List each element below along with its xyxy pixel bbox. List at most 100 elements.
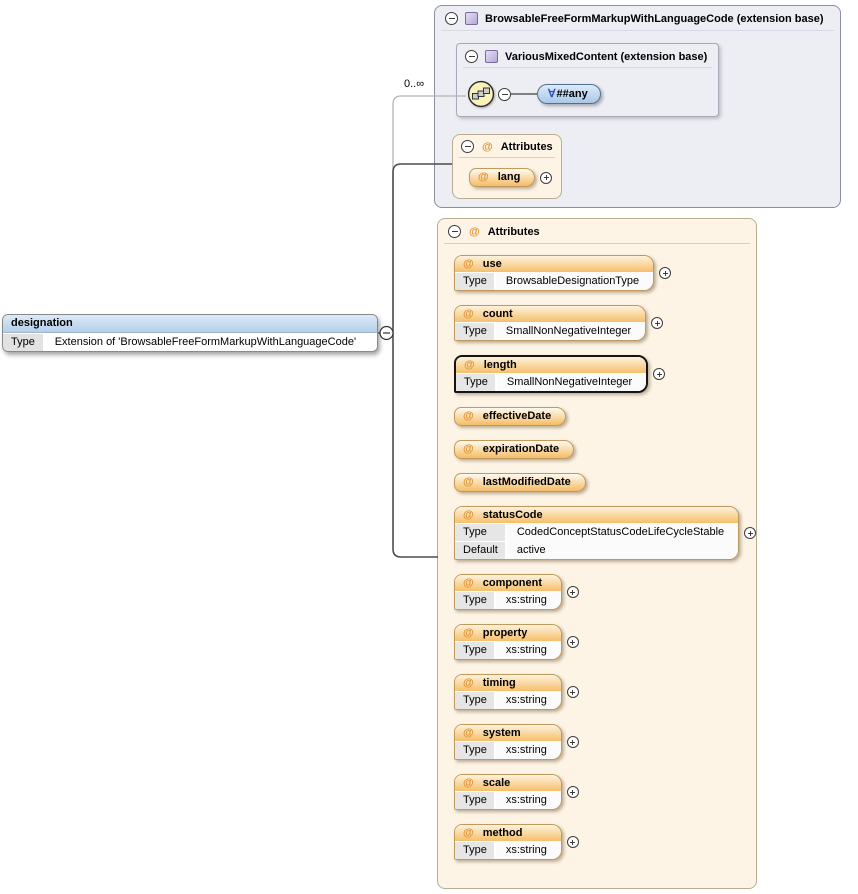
element-name: designation: [3, 315, 377, 333]
attribute-at-icon: @: [463, 777, 474, 789]
row-label: Type: [455, 591, 496, 609]
expand-icon[interactable]: [566, 636, 579, 648]
expand-icon[interactable]: [651, 317, 664, 329]
type-label: Type: [3, 333, 45, 351]
row-label: Type: [455, 791, 496, 809]
connector-line: [511, 93, 537, 95]
attribute-at-icon: @: [463, 509, 474, 521]
expand-icon[interactable]: [566, 786, 579, 798]
attribute-at-icon: @: [463, 727, 474, 739]
attribute-at-icon: @: [463, 677, 474, 689]
multiplicity-label: 0..∞: [404, 78, 425, 90]
attribute-item: @ lastModifiedDate: [454, 473, 586, 492]
expand-icon[interactable]: [566, 586, 579, 598]
sequence-icon[interactable]: [467, 80, 495, 108]
element-any-wildcard[interactable]: ∀ ##any: [537, 84, 601, 104]
row-label: Type: [455, 523, 507, 542]
row-label: Default: [455, 541, 507, 559]
attribute-at-icon: @: [463, 577, 474, 589]
collapse-icon[interactable]: [445, 12, 458, 25]
attribute-at-icon: @: [463, 476, 474, 488]
attribute-at-icon: @: [464, 359, 475, 371]
attribute-name: component: [482, 577, 543, 589]
attribute-at-icon: @: [463, 827, 474, 839]
expand-icon[interactable]: [566, 686, 579, 698]
element-designation[interactable]: designation Type Extension of 'Browsable…: [2, 314, 378, 352]
row-value: CodedConceptStatusCodeLifeCycleStable: [505, 523, 739, 542]
attribute-name: length: [483, 359, 517, 371]
row-value: xs:string: [494, 591, 561, 609]
row-value: xs:string: [494, 741, 561, 759]
attribute-name: property: [482, 627, 528, 639]
forall-icon: ∀: [548, 88, 556, 100]
panel-extension-base: BrowsableFreeFormMarkupWithLanguageCode …: [434, 5, 841, 208]
collapse-icon[interactable]: [461, 140, 474, 153]
row-value: active: [505, 541, 739, 559]
attribute-at-icon: @: [478, 171, 489, 183]
divider: [463, 67, 712, 68]
attribute-effectiveDate[interactable]: @ effectiveDate: [454, 407, 567, 426]
collapse-icon[interactable]: [448, 225, 461, 238]
row-label: Type: [455, 322, 496, 340]
attribute-at-icon: @: [482, 140, 493, 153]
attribute-lastModifiedDate[interactable]: @ lastModifiedDate: [454, 473, 586, 492]
row-label: Type: [455, 641, 496, 659]
row-value: SmallNonNegativeInteger: [495, 373, 647, 391]
attribute-expirationDate[interactable]: @ expirationDate: [454, 440, 575, 459]
panel-title: BrowsableFreeFormMarkupWithLanguageCode …: [485, 12, 824, 25]
collapse-icon[interactable]: [498, 87, 511, 101]
row-value: SmallNonNegativeInteger: [494, 322, 646, 340]
expand-icon[interactable]: [566, 836, 579, 848]
attribute-at-icon: @: [463, 443, 474, 455]
expand-icon[interactable]: [653, 368, 666, 380]
attribute-name: use: [482, 258, 502, 270]
expand-icon[interactable]: [744, 527, 757, 539]
attribute-name: system: [482, 727, 521, 739]
expand-icon[interactable]: [540, 171, 553, 184]
expand-icon[interactable]: [566, 736, 579, 748]
row-label: Type: [456, 373, 497, 391]
row-value: xs:string: [494, 691, 561, 709]
attribute-name: timing: [482, 677, 516, 689]
attribute-name: scale: [482, 777, 511, 789]
expand-icon[interactable]: [659, 267, 672, 279]
panel-title: Attributes: [487, 225, 540, 238]
panel-extension-attributes: @ Attributes @ lang: [452, 134, 562, 199]
collapse-icon[interactable]: [465, 50, 478, 63]
attribute-lang[interactable]: @ lang: [469, 168, 536, 187]
collapse-icon[interactable]: [379, 325, 394, 341]
row-value: BrowsableDesignationType: [494, 272, 654, 290]
any-label: ##any: [556, 87, 588, 100]
attribute-name: count: [482, 308, 513, 320]
panel-various-mixed-content: VariousMixedContent (extension base) ∀: [456, 43, 719, 117]
attribute-name: statusCode: [482, 509, 543, 521]
